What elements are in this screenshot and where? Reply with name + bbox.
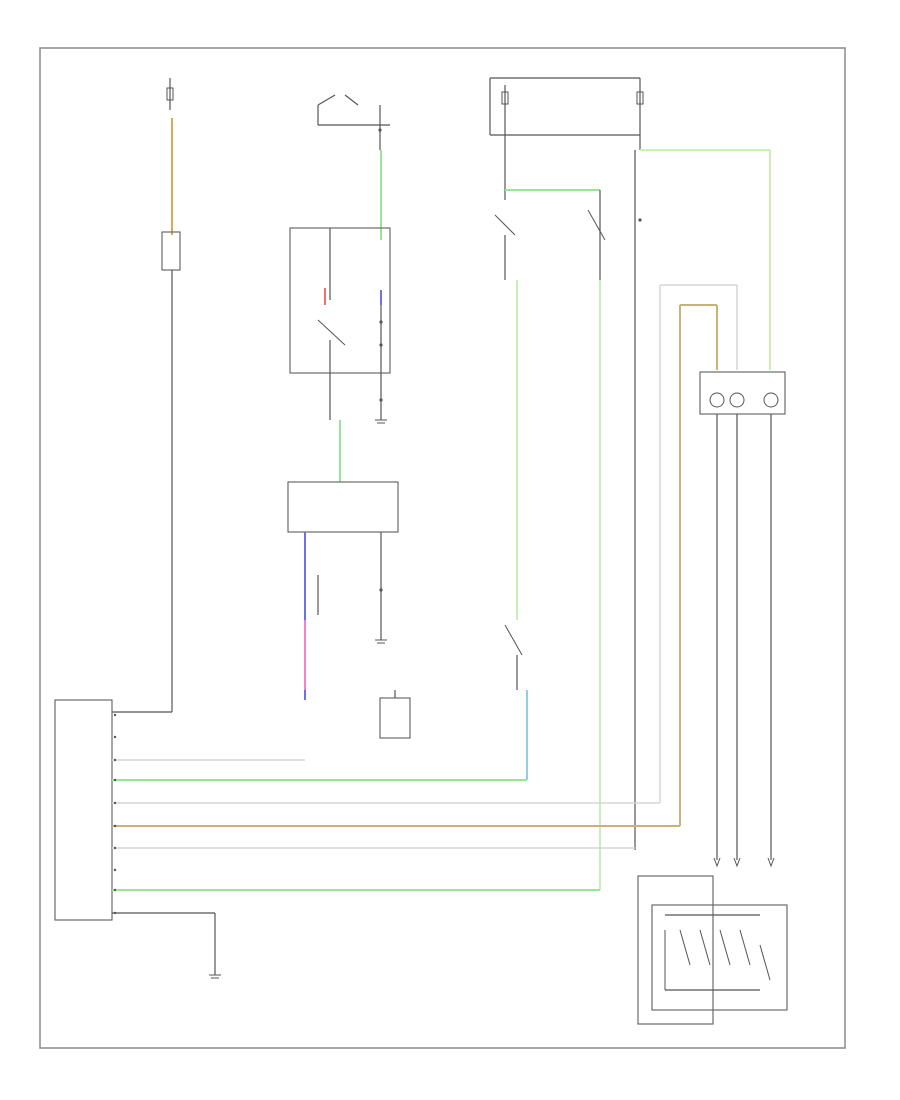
connector-arrows [713, 857, 775, 868]
control-unit-box [287, 481, 399, 533]
ignition-switch [317, 94, 390, 150]
engine-control-module [54, 699, 113, 921]
diagram-frame [39, 47, 846, 1049]
sensor-small [379, 697, 411, 739]
main-relay-box [289, 227, 391, 374]
switch-assembly-inner [651, 904, 788, 1011]
switch-assembly-outer [637, 875, 714, 1025]
fuse-block-left [112, 78, 181, 713]
fuse-block-right [489, 77, 644, 150]
relay-left [161, 231, 181, 271]
right-sensor-connector [699, 371, 786, 415]
ecm-pins [113, 713, 117, 915]
clutch-switch [504, 624, 523, 656]
